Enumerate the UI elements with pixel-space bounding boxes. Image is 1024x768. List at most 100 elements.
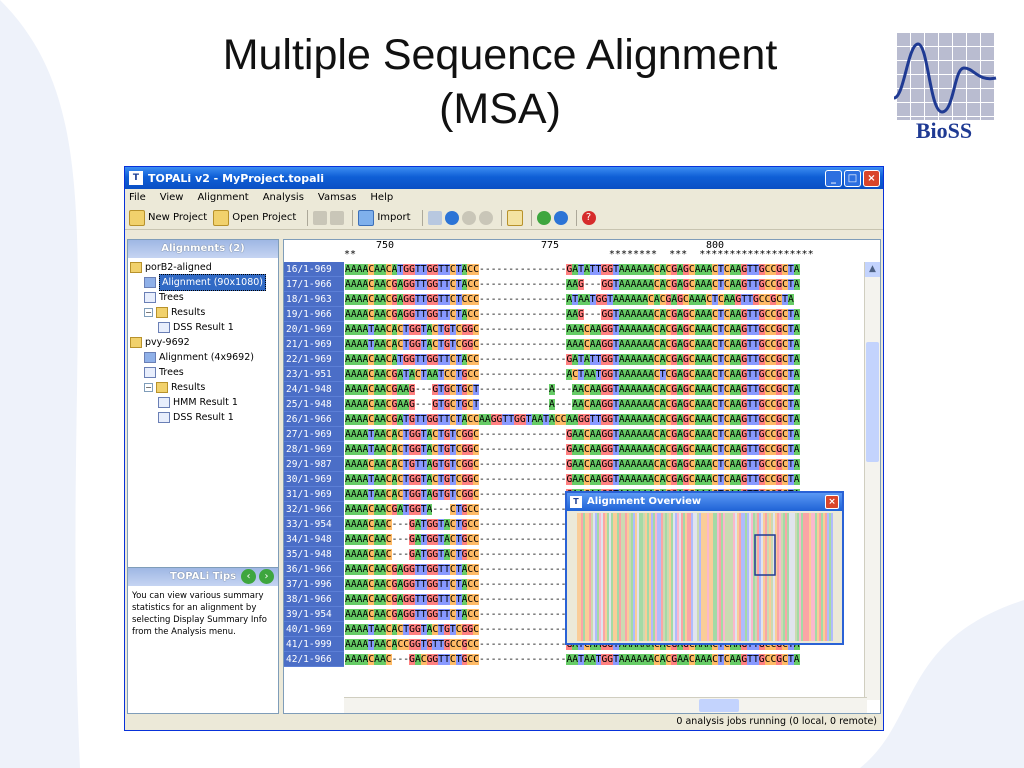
import-button[interactable]: Import xyxy=(358,209,411,226)
overview-title-bar[interactable]: T Alignment Overview × xyxy=(567,493,842,511)
tree-item[interactable]: −Results xyxy=(130,305,278,320)
menu-file[interactable]: File xyxy=(129,192,146,203)
sequence-name[interactable]: 42/1-966 xyxy=(284,652,344,667)
open-project-button[interactable]: Open Project xyxy=(213,209,296,226)
tree-item[interactable]: Alignment (90x1080) xyxy=(130,274,278,291)
sequence-name[interactable]: 18/1-963 xyxy=(284,292,344,307)
sequence-name[interactable]: 28/1-969 xyxy=(284,442,344,457)
minimize-button[interactable]: _ xyxy=(825,169,842,187)
tree-item[interactable]: −Results xyxy=(130,380,278,395)
tree-item[interactable]: Trees xyxy=(130,365,278,380)
tree-item[interactable]: DSS Result 1 xyxy=(130,320,278,335)
sequence-row[interactable]: AAAACAACGAGGTTGGTTCTACC---------------AA… xyxy=(345,279,800,290)
notes-icon[interactable] xyxy=(506,209,523,226)
refresh-icon[interactable] xyxy=(536,210,551,225)
sequence-row[interactable]: AAAACAACATGGTTGGTTCTACC---------------GA… xyxy=(345,354,800,365)
title-bar[interactable]: T TOPALi v2 - MyProject.topali _ □ × xyxy=(125,167,883,189)
folder-icon xyxy=(156,307,168,318)
tree-item[interactable]: pvy-9692 xyxy=(130,335,278,350)
sequence-row[interactable]: AAAATAACACTGGTACTGTCGGC---------------GA… xyxy=(345,429,800,440)
info-icon[interactable] xyxy=(444,210,459,225)
sequence-name[interactable]: 31/1-969 xyxy=(284,487,344,502)
sequence-name[interactable]: 32/1-966 xyxy=(284,502,344,517)
sequence-row[interactable]: AAAACAACACTGTTAGTGTCGGC---------------GA… xyxy=(345,459,800,470)
close-button[interactable]: × xyxy=(863,169,880,187)
menu-vamsas[interactable]: Vamsas xyxy=(317,192,357,203)
sequence-name[interactable]: 19/1-966 xyxy=(284,307,344,322)
app-icon: T xyxy=(570,496,582,508)
run-icon[interactable] xyxy=(461,210,476,225)
menu-view[interactable]: View xyxy=(159,192,184,203)
sequence-name[interactable]: 33/1-954 xyxy=(284,517,344,532)
sequence-name[interactable]: 23/1-951 xyxy=(284,367,344,382)
menu-analysis[interactable]: Analysis xyxy=(262,192,304,203)
ruler-tick: 800 xyxy=(706,240,725,251)
vertical-scrollbar[interactable]: ▲ xyxy=(864,262,880,700)
scroll-up-icon[interactable]: ▲ xyxy=(865,262,880,277)
sequence-name[interactable]: 17/1-966 xyxy=(284,277,344,292)
sequence-name[interactable]: 36/1-966 xyxy=(284,562,344,577)
tree-item[interactable]: porB2-aligned xyxy=(130,260,278,275)
sequence-name[interactable]: 20/1-969 xyxy=(284,322,344,337)
sequence-name[interactable]: 41/1-999 xyxy=(284,637,344,652)
sequence-row[interactable]: AAAATAACACTGGTACTGTCGGC---------------AA… xyxy=(345,324,800,335)
sequence-name[interactable]: 21/1-969 xyxy=(284,337,344,352)
sequence-name[interactable]: 30/1-969 xyxy=(284,472,344,487)
print-icon[interactable] xyxy=(330,210,345,225)
save-icon[interactable] xyxy=(313,210,328,225)
sequence-name[interactable]: 16/1-969 xyxy=(284,262,344,277)
sequence-name[interactable]: 34/1-948 xyxy=(284,532,344,547)
horizontal-scroll-thumb[interactable] xyxy=(699,699,739,712)
tree-item-label: Trees xyxy=(159,367,184,378)
position-ruler: 750 775 800 ** ******** *** ************… xyxy=(344,240,864,262)
sequence-name[interactable]: 22/1-969 xyxy=(284,352,344,367)
new-project-button[interactable]: New Project xyxy=(129,209,207,226)
overview-close-button[interactable]: × xyxy=(825,495,839,509)
sequence-name[interactable]: 37/1-996 xyxy=(284,577,344,592)
collapse-toggle-icon[interactable]: − xyxy=(144,383,153,392)
graph-icon xyxy=(158,412,170,423)
sequence-row[interactable]: AAAATAACACTGGTACTGTCGGC---------------GA… xyxy=(345,444,800,455)
menu-alignment[interactable]: Alignment xyxy=(197,192,249,203)
sequence-name[interactable]: 29/1-987 xyxy=(284,457,344,472)
menu-help[interactable]: Help xyxy=(370,192,394,203)
tree-item[interactable]: Trees xyxy=(130,290,278,305)
sequence-name[interactable]: 40/1-969 xyxy=(284,622,344,637)
sequence-name[interactable]: 25/1-948 xyxy=(284,397,344,412)
tree-item-label: Alignment (90x1080) xyxy=(159,274,266,291)
sequence-name[interactable]: 35/1-948 xyxy=(284,547,344,562)
vertical-scroll-thumb[interactable] xyxy=(866,342,879,462)
tips-previous-button[interactable]: ‹ xyxy=(241,569,256,584)
ruler-tick: 775 xyxy=(541,240,560,251)
stop-icon[interactable] xyxy=(478,210,493,225)
tree-item[interactable]: HMM Result 1 xyxy=(130,395,278,410)
search-icon[interactable] xyxy=(427,210,442,225)
sequence-row[interactable]: AAAACAACGATACTAATCCTGCC---------------AC… xyxy=(345,369,800,380)
alignment-overview-window[interactable]: T Alignment Overview × xyxy=(565,491,844,645)
sequence-row[interactable]: AAAACAAC---GACGGTTCTGCC---------------AA… xyxy=(345,654,800,665)
collapse-toggle-icon[interactable]: − xyxy=(144,308,153,317)
maximize-button[interactable]: □ xyxy=(844,169,861,187)
sequence-name[interactable]: 38/1-966 xyxy=(284,592,344,607)
tree-item[interactable]: Alignment (4x9692) xyxy=(130,350,278,365)
sequence-row[interactable]: AAAATAACACTGGTACTGTCGGC---------------GA… xyxy=(345,474,800,485)
sequence-name[interactable]: 26/1-966 xyxy=(284,412,344,427)
horizontal-scrollbar[interactable] xyxy=(344,697,867,713)
sync-icon[interactable] xyxy=(553,210,568,225)
sequence-row[interactable]: AAAACAACATGGTTGGTTCTACC---------------GA… xyxy=(345,264,800,275)
tips-next-button[interactable]: › xyxy=(259,569,274,584)
tree-item[interactable]: DSS Result 1 xyxy=(130,410,278,425)
sequence-name[interactable]: 39/1-954 xyxy=(284,607,344,622)
overview-canvas[interactable] xyxy=(577,513,833,641)
sequence-row[interactable]: AAAACAACGAGGTTGGTTCTACC---------------AA… xyxy=(345,309,800,320)
sequence-row[interactable]: AAAACAACGAAG---GTGCTGCT------------A---A… xyxy=(345,384,800,395)
sequence-row[interactable]: AAAACAACGAGGTTGGTTCTCCC---------------AT… xyxy=(345,294,794,305)
sequence-name[interactable]: 27/1-969 xyxy=(284,427,344,442)
window-title: TOPALi v2 - MyProject.topali xyxy=(148,171,325,185)
sequence-name[interactable]: 24/1-948 xyxy=(284,382,344,397)
sequence-row[interactable]: AAAACAACGAAG---GTGCTGCT------------A---A… xyxy=(345,399,800,410)
help-icon[interactable]: ? xyxy=(581,210,596,225)
sequence-row[interactable]: AAAACAACGATGTTGGTTCTACCAAGGTTGGTAATACCAA… xyxy=(345,414,800,425)
sequence-row[interactable]: AAAATAACACTGGTACTGTCGGC---------------AA… xyxy=(345,339,800,350)
